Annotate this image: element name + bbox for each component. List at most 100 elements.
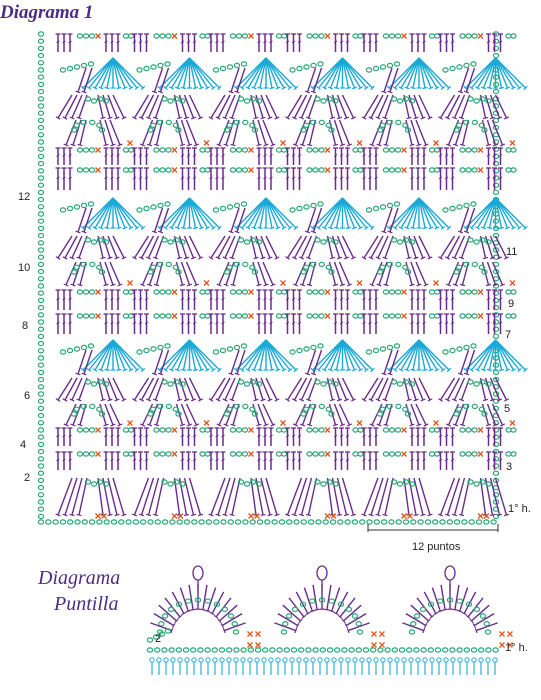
stitch-top [257,226,263,230]
slanted-stitch [484,477,494,516]
chain-stitch [37,499,45,505]
slanted-stitch [178,477,188,516]
stitch-top [386,225,392,231]
stitch-top [69,398,75,402]
slanted-stitch [331,587,341,612]
stitch-top [287,367,293,373]
row-label-12: 12 [18,191,31,203]
chain-stitch [302,264,310,270]
stitch-bar [297,297,302,301]
slanted-stitch [329,197,344,229]
slanted-stitch [312,197,343,229]
slanted-stitch [293,235,308,259]
stitch-top [152,513,159,517]
slanted-stitch [293,94,308,119]
stitch-top [114,398,120,402]
slanted-stitch [71,477,83,516]
stitch-top [139,423,146,427]
chain-stitch [154,519,161,525]
stitch-top [270,143,276,147]
slanted-stitch [312,584,318,610]
stitch-top [208,513,214,517]
stitch-top [327,368,334,372]
slanted-stitch [224,235,236,259]
stitch-top [375,513,381,517]
edging-base-loop [268,657,274,663]
single-crochet [127,140,133,146]
stitch-top [375,256,381,260]
chain-stitch [453,269,460,275]
chain-stitch [80,62,88,69]
chain-stitch [82,167,90,173]
slanted-stitch [133,235,150,259]
chain-stitch [306,33,313,39]
slanted-stitch [418,339,438,371]
slanted-stitch [112,339,126,371]
slanted-stitch [412,57,420,89]
slanted-stitch [217,235,231,259]
slanted-stitch [147,235,160,259]
stitch-top [275,86,281,90]
stitch-bar [291,434,296,438]
chain-stitch [479,613,487,619]
stitch-bar [486,321,491,325]
slanted-stitch [418,197,432,229]
slanted-stitch [188,57,197,89]
chain-stitch [156,403,164,410]
chain-stitch [182,647,190,653]
slanted-stitch [210,477,226,516]
stitch-bar [368,321,372,325]
chain-stitch [98,269,106,275]
chain-stitch [80,119,87,126]
stitch-top [485,143,492,147]
chain-stitch [161,613,169,619]
chain-stitch [164,343,171,349]
chain-stitch [102,381,110,387]
slanted-stitch [439,94,456,119]
slanted-stitch [274,622,297,632]
slanted-stitch [265,339,291,371]
chain-stitch [37,369,45,376]
stitch-top [222,513,228,517]
chain-stitch [463,344,470,351]
stitch-top [306,143,313,147]
stitch-bar [257,297,261,301]
stitch-top [116,226,122,230]
edging-base-loop [485,657,491,663]
slanted-stitch [71,377,83,401]
stitch-bar [291,297,296,301]
slanted-stitch [188,339,215,371]
slanted-stitch [412,197,420,229]
stitch-top [369,283,375,287]
slanted-stitch [153,613,175,627]
chain-stitch [402,479,410,485]
slanted-stitch [406,197,420,229]
edging-base-loop [345,657,351,663]
slanted-stitch [176,339,191,371]
chain-stitch [394,427,402,433]
chain-stitch [396,481,404,487]
slanted-stitch [94,339,114,371]
first-row-label: 1° h. [508,503,531,515]
stitch-top [234,230,240,234]
chain-stitch [229,33,237,39]
slanted-stitch [225,261,235,286]
stitch-bar [110,458,114,462]
slanted-stitch [247,57,267,89]
chain-stitch [221,606,229,613]
stitch-top [336,116,343,120]
slanted-stitch [418,197,426,229]
stitch-top [180,86,187,90]
stitch-top [205,226,210,230]
slanted-stitch [377,94,389,119]
slanted-stitch [182,339,191,371]
stitch-bar [209,321,213,325]
stitch-top [339,143,346,147]
stitch-bar [104,297,108,301]
slanted-stitch [257,403,267,426]
stitch-top [229,256,235,260]
stitch-top [482,398,489,402]
single-crochet [248,451,254,457]
slanted-stitch [306,349,317,375]
slanted-stitch [147,377,160,401]
